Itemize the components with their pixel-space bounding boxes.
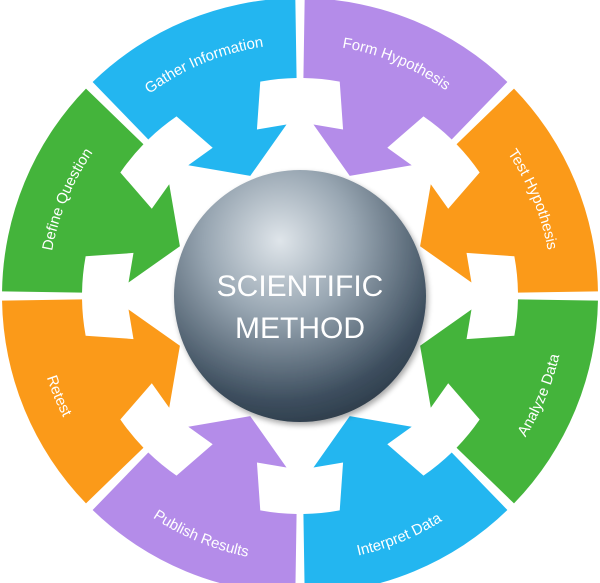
center-title-line1: SCIENTIFIC <box>217 270 384 303</box>
segment-interpret-data <box>303 416 508 583</box>
segment-define-question <box>2 88 180 293</box>
segment-retest <box>2 299 180 504</box>
center-title-line2: METHOD <box>235 312 365 345</box>
segment-publish-results <box>92 416 297 583</box>
segment-analyze-data <box>420 299 598 504</box>
segment-form-hypothesis <box>303 0 508 176</box>
center-sphere-body <box>174 170 426 422</box>
segment-gather-information <box>92 0 297 176</box>
center-sphere: SCIENTIFIC METHOD <box>174 170 426 422</box>
segment-test-hypothesis <box>420 88 598 293</box>
